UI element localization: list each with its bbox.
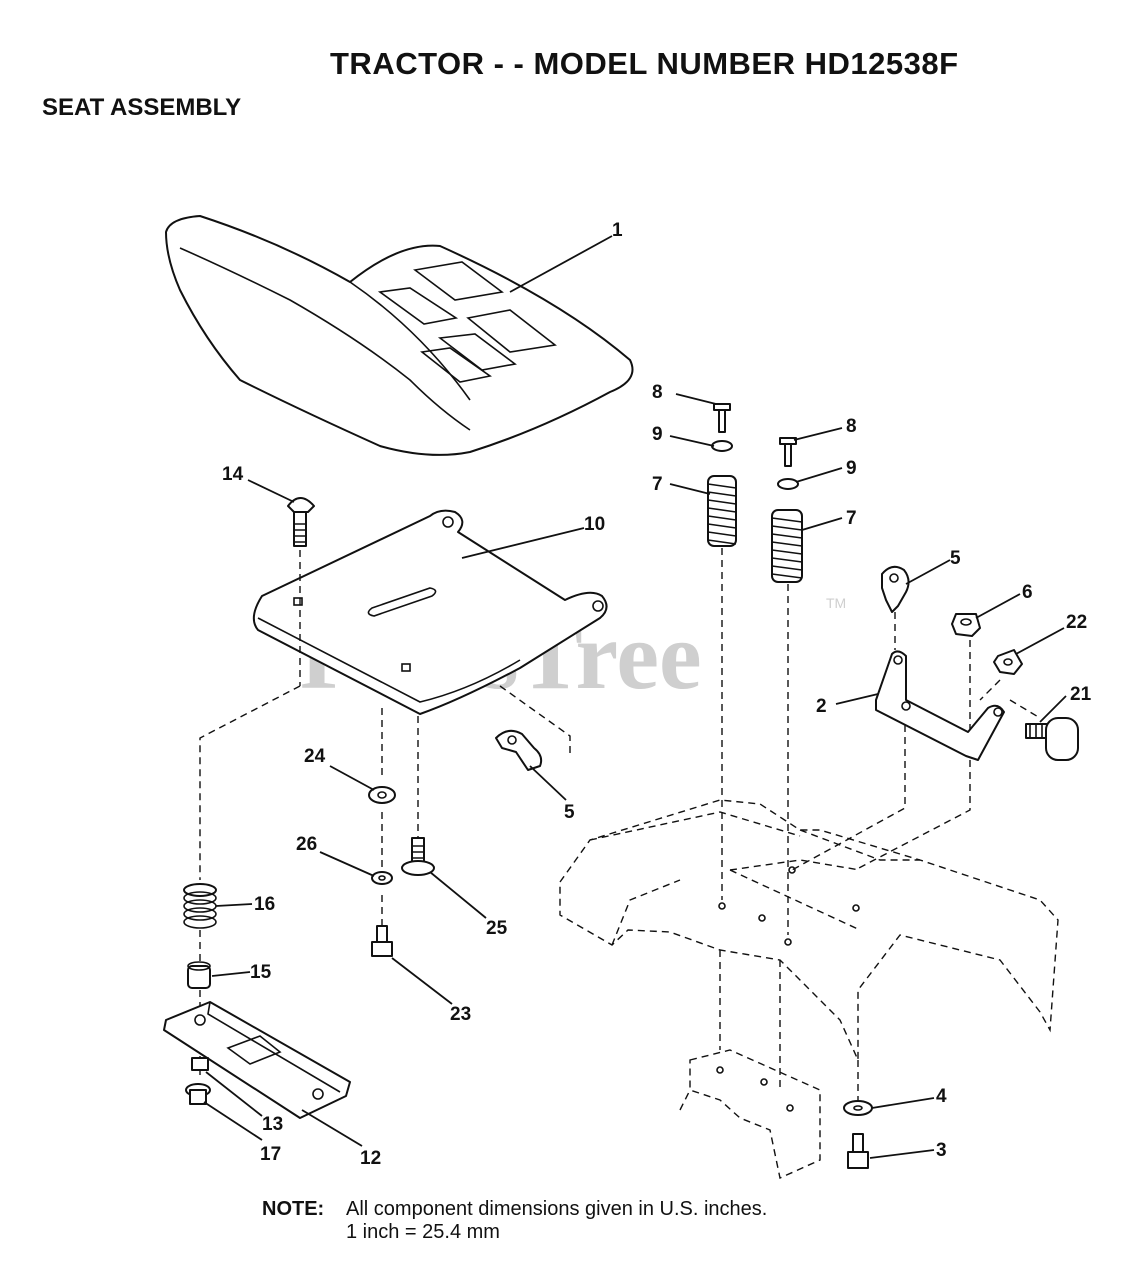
callout-22: 22	[1066, 612, 1087, 633]
part-spring-small[interactable]	[183, 883, 217, 929]
part-spring-left[interactable]	[707, 475, 737, 547]
callout-5-right: 5	[950, 548, 961, 569]
callout-21: 21	[1070, 684, 1092, 705]
dimension-note: NOTE: All component dimensions given in U…	[262, 1198, 767, 1244]
part-clip-left[interactable]	[495, 729, 543, 771]
callout-10: 10	[584, 514, 605, 535]
callout-6: 6	[1022, 582, 1033, 603]
callout-7: 7	[652, 474, 663, 495]
part-slide-plate[interactable]	[163, 1001, 351, 1119]
callout-16: 16	[254, 894, 275, 915]
callout-4: 4	[936, 1086, 947, 1107]
part-washer-right[interactable]	[777, 478, 799, 490]
callout-17: 17	[260, 1144, 281, 1165]
watermark-trademark: TM	[826, 595, 846, 611]
callout-5-left: 5	[564, 802, 575, 823]
part-adjustment-knob[interactable]	[1025, 717, 1079, 761]
callout-12: 12	[360, 1148, 381, 1169]
part-seat[interactable]	[165, 215, 634, 456]
part-bolt-right[interactable]	[779, 437, 797, 467]
part-seat-bracket[interactable]	[875, 650, 1005, 761]
callout-9: 9	[652, 424, 663, 445]
part-spacer[interactable]	[187, 961, 211, 989]
note-line-2: 1 inch = 25.4 mm	[346, 1221, 500, 1243]
part-flat-washer[interactable]	[843, 1100, 873, 1116]
part-shoulder-bolt[interactable]	[401, 837, 435, 876]
callout-8: 8	[652, 382, 663, 403]
callout-2: 2	[816, 696, 827, 717]
part-clip-right[interactable]	[881, 565, 910, 613]
callout-13: 13	[262, 1114, 283, 1135]
part-lock-nut[interactable]	[993, 649, 1023, 675]
part-fender-outline	[559, 799, 1059, 1061]
page-title: TRACTOR - - MODEL NUMBER HD12538F	[330, 46, 959, 81]
part-carriage-bolt[interactable]	[287, 497, 315, 547]
part-spring-right[interactable]	[771, 509, 803, 583]
part-hex-nut[interactable]	[951, 613, 981, 637]
callout-9-right: 9	[846, 458, 857, 479]
part-washer[interactable]	[368, 786, 396, 804]
callout-24: 24	[304, 746, 326, 767]
part-hex-bolt-right[interactable]	[847, 1133, 869, 1169]
note-label: NOTE:	[262, 1198, 325, 1220]
part-washer-left[interactable]	[711, 440, 733, 452]
part-flange-nut[interactable]	[185, 1057, 211, 1105]
callout-25: 25	[486, 918, 508, 939]
callout-26: 26	[296, 834, 317, 855]
part-bolt-left[interactable]	[713, 403, 731, 433]
callout-7-right: 7	[846, 508, 857, 529]
callout-14: 14	[222, 464, 244, 485]
section-title: SEAT ASSEMBLY	[42, 94, 242, 121]
callout-15: 15	[250, 962, 272, 983]
callout-23: 23	[450, 1004, 471, 1025]
part-hex-bolt[interactable]	[371, 925, 393, 957]
callout-3: 3	[936, 1140, 947, 1161]
callout-8-right: 8	[846, 416, 857, 437]
part-lock-washer[interactable]	[371, 871, 393, 885]
note-line-1: All component dimensions given in U.S. i…	[346, 1198, 768, 1220]
part-frame-bracket-outline	[679, 950, 821, 1179]
callout-1: 1	[612, 220, 623, 241]
part-seat-pan[interactable]	[252, 509, 608, 715]
